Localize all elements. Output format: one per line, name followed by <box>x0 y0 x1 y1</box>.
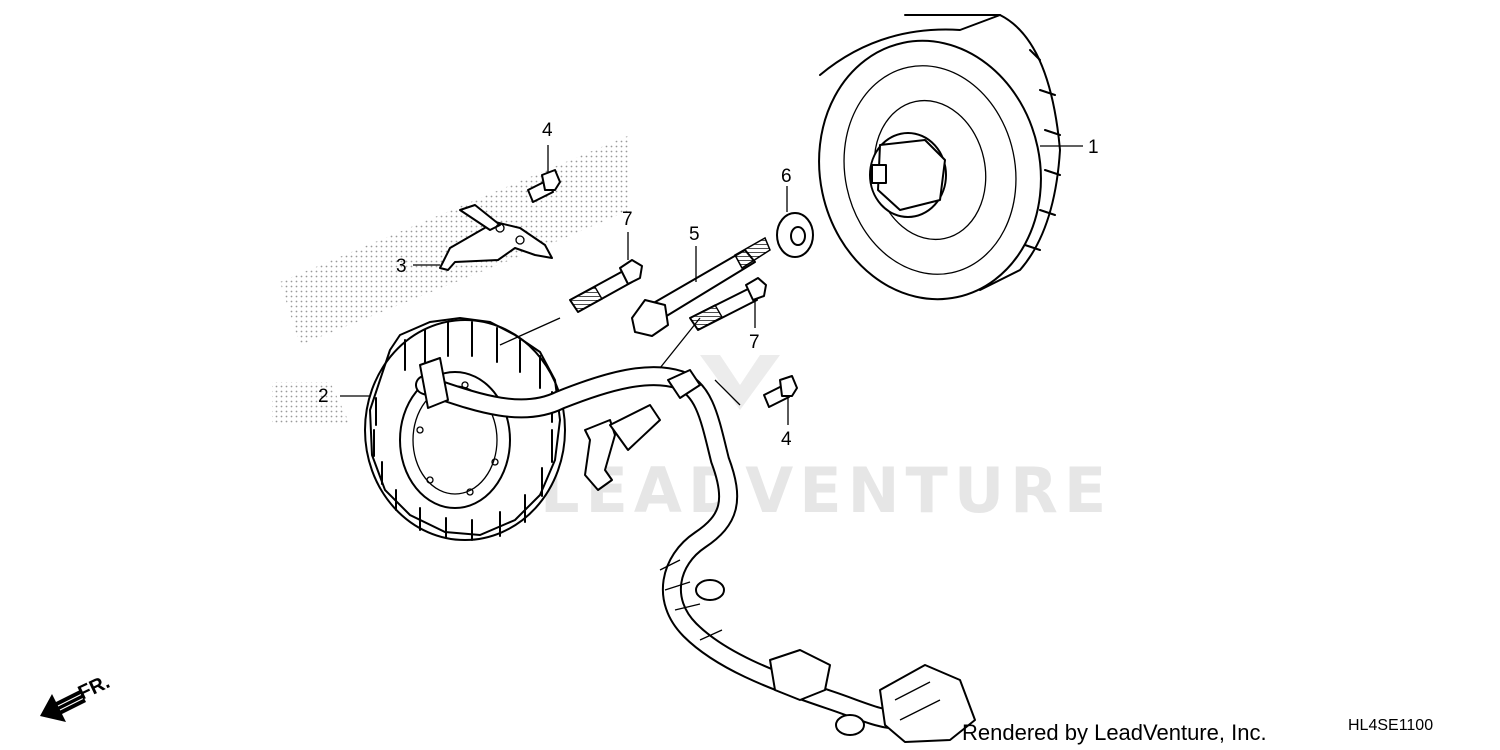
callout-4-upper[interactable]: 4 <box>542 120 553 141</box>
callout-2[interactable]: 2 <box>318 386 329 407</box>
credit-text: Rendered by LeadVenture, Inc. <box>962 720 1267 745</box>
part-stator[interactable] <box>364 316 566 541</box>
watermark: LEADVENTURE <box>540 355 1112 527</box>
callout-7-lower[interactable]: 7 <box>749 332 760 353</box>
part-stud-bolt-lower[interactable] <box>688 277 767 331</box>
callout-6[interactable]: 6 <box>781 166 792 187</box>
leader-lines <box>340 145 1083 425</box>
part-flywheel-rotor[interactable] <box>795 14 1064 320</box>
part-screw-lower[interactable] <box>763 375 798 408</box>
part-screw-upper[interactable] <box>527 169 561 203</box>
callouts: 1 2 3 4 4 5 6 7 7 <box>318 120 1099 450</box>
part-flange-bolt[interactable] <box>631 236 771 337</box>
callout-3[interactable]: 3 <box>396 256 407 277</box>
diagram-code: HL4SE1100 <box>1348 717 1433 734</box>
front-direction-marker: FR. <box>40 671 113 722</box>
watermark-text: LEADVENTURE <box>540 454 1112 527</box>
part-wire-clamp-bracket[interactable] <box>439 204 553 271</box>
part-wire-harness[interactable] <box>415 357 976 743</box>
front-direction-arrow-icon <box>40 690 86 722</box>
part-stud-bolt-upper[interactable] <box>568 259 643 313</box>
callout-4-lower[interactable]: 4 <box>781 429 792 450</box>
callout-1[interactable]: 1 <box>1088 137 1099 158</box>
watermark-logo <box>700 355 780 410</box>
callout-5[interactable]: 5 <box>689 224 700 245</box>
part-washer[interactable] <box>776 212 814 258</box>
callout-7-upper[interactable]: 7 <box>622 209 633 230</box>
